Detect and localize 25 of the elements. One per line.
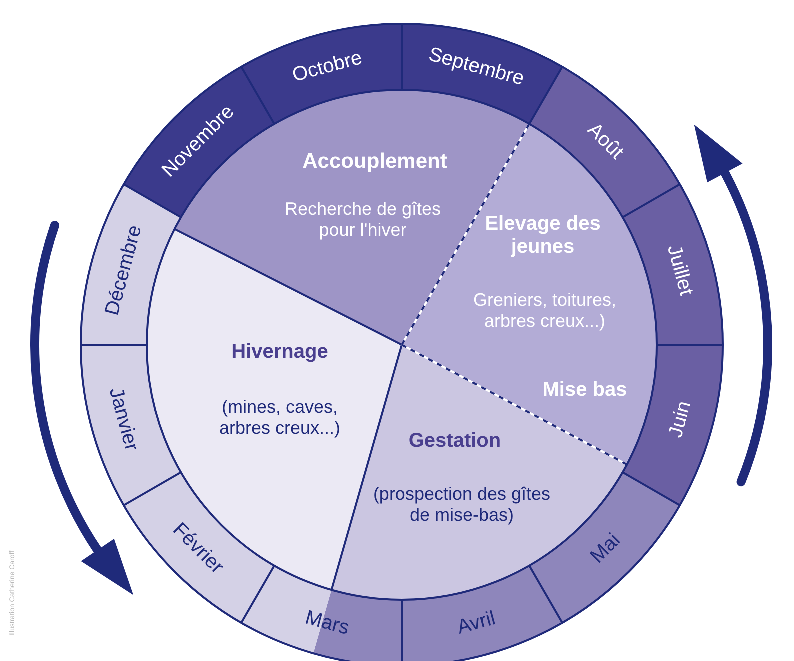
month-label: Mars: [303, 606, 352, 640]
sector-description: Greniers, toitures, arbres creux...): [472, 290, 618, 332]
month-label: Avril: [454, 607, 498, 640]
sector-heading: Hivernage: [232, 340, 328, 364]
month-label: Juin: [664, 398, 696, 440]
month-segment: [81, 345, 182, 506]
month-segment: [242, 566, 402, 661]
month-segment: [530, 67, 680, 218]
month-segment: [622, 184, 723, 345]
month-label: Juillet: [662, 242, 698, 298]
sector-description: (mines, caves, arbres creux...): [218, 397, 342, 439]
month-segment: [81, 184, 182, 345]
month-segment: [242, 24, 402, 124]
month-label: Mai: [586, 529, 626, 568]
month-segment: [124, 472, 274, 623]
sector-description: (prospection des gîtes de mise-bas): [372, 484, 552, 526]
month-segment: [402, 24, 562, 124]
month-segment: [124, 67, 274, 218]
sector-heading: Accouplement: [302, 150, 448, 174]
month-label: Janvier: [104, 385, 144, 454]
sector-description: Recherche de gîtes pour l'hiver: [284, 199, 442, 241]
sector-heading: Mise bas: [542, 378, 628, 402]
month-label: Octobre: [290, 46, 365, 88]
sector-heading: Elevage des jeunes: [484, 213, 602, 259]
sector-heading: Gestation: [408, 430, 502, 452]
